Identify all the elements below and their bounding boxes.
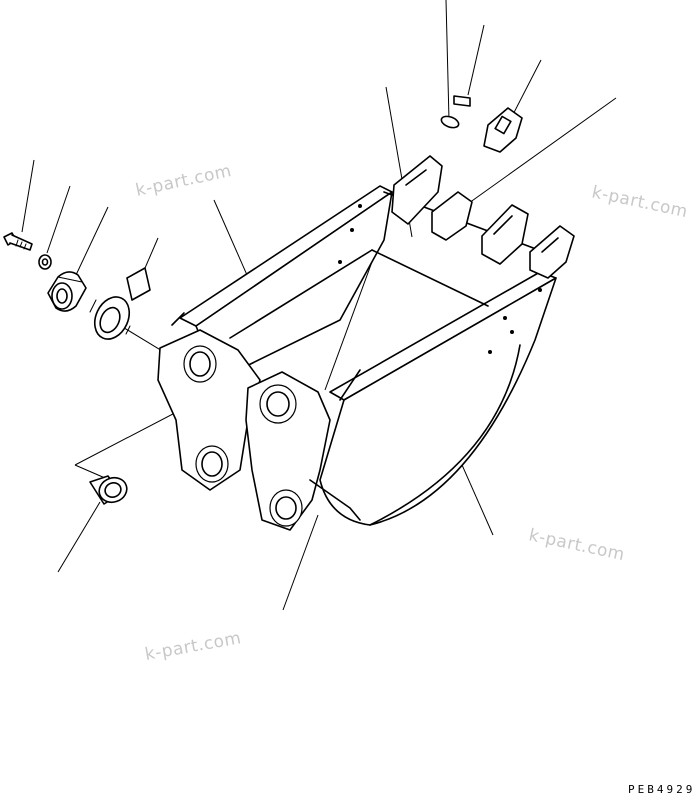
lock-pin-part [440, 115, 460, 129]
ring-part [89, 296, 131, 340]
watermark-bottom-right: k-part.com [527, 525, 627, 565]
bushing-part [89, 475, 128, 505]
pin-part [453, 95, 471, 107]
watermark-bottom-left: k-part.com [143, 628, 243, 665]
drawing-code: PEB4929 [628, 783, 695, 794]
bucket-teeth [391, 155, 575, 279]
washer-part [38, 254, 52, 270]
bucket-bracket [157, 329, 361, 531]
bucket-body [171, 185, 561, 526]
watermark-top-left: k-part.com [134, 161, 234, 201]
tag-marker [126, 267, 151, 301]
watermark-top-right: k-part.com [590, 182, 690, 222]
tooth-part-loose [483, 107, 523, 153]
collar-part [47, 271, 87, 312]
bolt-part [3, 232, 33, 251]
